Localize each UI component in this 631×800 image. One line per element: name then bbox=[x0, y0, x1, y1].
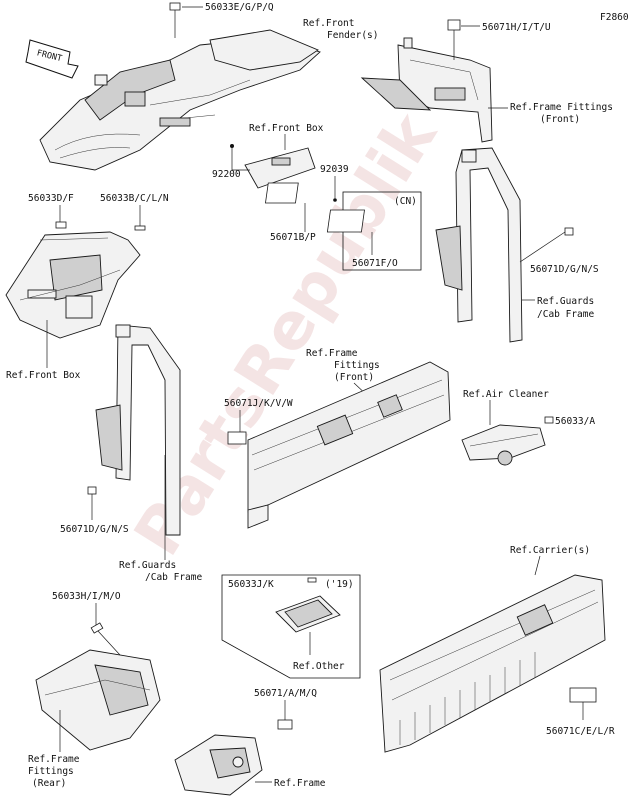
carrier-part bbox=[379, 574, 606, 753]
label-56071H-shape bbox=[447, 19, 461, 31]
other-part bbox=[275, 595, 341, 633]
part-56071A-text: 56071/A/M/Q bbox=[254, 688, 317, 699]
ref-frame-fittings-rear-text-3: (Rear) bbox=[32, 778, 66, 789]
frame-bottom-part bbox=[174, 734, 263, 796]
part-56033D-text: 56033D/F bbox=[28, 193, 74, 204]
ref-guards-left-text-1: Ref.Guards bbox=[119, 560, 176, 571]
ref-front-box-top-text: Ref.Front Box bbox=[249, 123, 324, 134]
part-56033E-text: 56033E/G/P/Q bbox=[205, 2, 274, 13]
ref-frame-text: Ref.Frame bbox=[274, 778, 326, 789]
ref-guards-right-text-2: /Cab Frame bbox=[537, 309, 594, 320]
figure-code: F2860 bbox=[600, 12, 629, 23]
part-56033A-text: 56033/A bbox=[555, 416, 595, 427]
ref-frame-fittings-rear-text-2: Fittings bbox=[28, 766, 74, 777]
part-56033B-text: 56033B/C/L/N bbox=[100, 193, 169, 204]
frame-fittings-long-plate bbox=[247, 361, 451, 529]
part-56033J-text: 56033J/K bbox=[228, 579, 274, 590]
ref-frame-fittings-mid-text-2: Fittings bbox=[334, 360, 380, 371]
part-92200-marker bbox=[230, 144, 234, 148]
label-56071D-left-shape bbox=[87, 486, 97, 495]
label-56071J-shape bbox=[227, 431, 247, 445]
ref-air-cleaner-text: Ref.Air Cleaner bbox=[463, 389, 549, 400]
label-56033B-shape bbox=[134, 225, 146, 231]
label-56071D-right-shape bbox=[564, 227, 574, 236]
front-box-lid-part bbox=[244, 147, 316, 189]
label-56071B-shape bbox=[265, 182, 299, 204]
front-box-dash-part bbox=[5, 231, 141, 339]
label-56033E: 56033E/G/P/Q bbox=[169, 2, 274, 38]
front-fender-assembly bbox=[39, 29, 321, 171]
ref-carriers-text: Ref.Carrier(s) bbox=[510, 545, 590, 556]
frame-fittings-rear-part bbox=[35, 649, 161, 751]
label-56071F-shape bbox=[326, 209, 365, 233]
label-56071C-shape bbox=[569, 687, 597, 703]
ref-other-text: Ref.Other bbox=[293, 661, 345, 672]
year-19-text: ('19) bbox=[325, 579, 354, 590]
label-56033H-shape bbox=[90, 622, 104, 634]
label-56033A-shape bbox=[544, 416, 554, 424]
other-inset-box bbox=[221, 574, 361, 679]
label-56071A-shape bbox=[277, 719, 293, 730]
part-56071J-text: 56071J/K/V/W bbox=[224, 398, 293, 409]
ref-guards-left-text-2: /Cab Frame bbox=[145, 572, 202, 583]
part-92200-text: 92200 bbox=[212, 169, 241, 180]
ref-frame-fittings-mid-text-3: (Front) bbox=[334, 372, 374, 383]
ref-frame-fittings-front-right-2: (Front) bbox=[540, 114, 580, 125]
part-56071B-text: 56071B/P bbox=[270, 232, 316, 243]
ref-frame-fittings-front-right-1: Ref.Frame Fittings bbox=[510, 102, 613, 113]
cab-frame-left-part bbox=[95, 324, 181, 536]
part-56071D-left-text: 56071D/G/N/S bbox=[60, 524, 129, 535]
part-92039-text: 92039 bbox=[320, 164, 349, 175]
ref-frame-fittings-mid-text-1: Ref.Frame bbox=[306, 348, 358, 359]
label-56033J-shape bbox=[307, 577, 317, 583]
air-cleaner-part bbox=[461, 424, 546, 466]
cab-frame-right-part bbox=[435, 147, 523, 343]
part-56071F-text: 56071F/O bbox=[352, 258, 398, 269]
ref-front-fender-text-2: Fender(s) bbox=[327, 30, 378, 41]
ref-guards-right-text-1: Ref.Guards bbox=[537, 296, 594, 307]
front-direction-arrow: FRONT bbox=[25, 39, 79, 79]
part-56033H-text: 56033H/I/M/O bbox=[52, 591, 121, 602]
ref-front-box-left-text: Ref.Front Box bbox=[6, 370, 81, 381]
part-56071D-right-text: 56071D/G/N/S bbox=[530, 264, 599, 275]
label-56033D-shape bbox=[55, 221, 67, 229]
ref-front-fender-text-1: Ref.Front bbox=[303, 18, 354, 29]
part-56071H-text: 56071H/I/T/U bbox=[482, 22, 551, 33]
frame-fittings-front-top bbox=[360, 37, 493, 143]
cn-text: (CN) bbox=[394, 196, 417, 207]
ref-frame-fittings-rear-text-1: Ref.Frame bbox=[28, 754, 80, 765]
part-56071C-text: 56071C/E/L/R bbox=[546, 726, 615, 737]
